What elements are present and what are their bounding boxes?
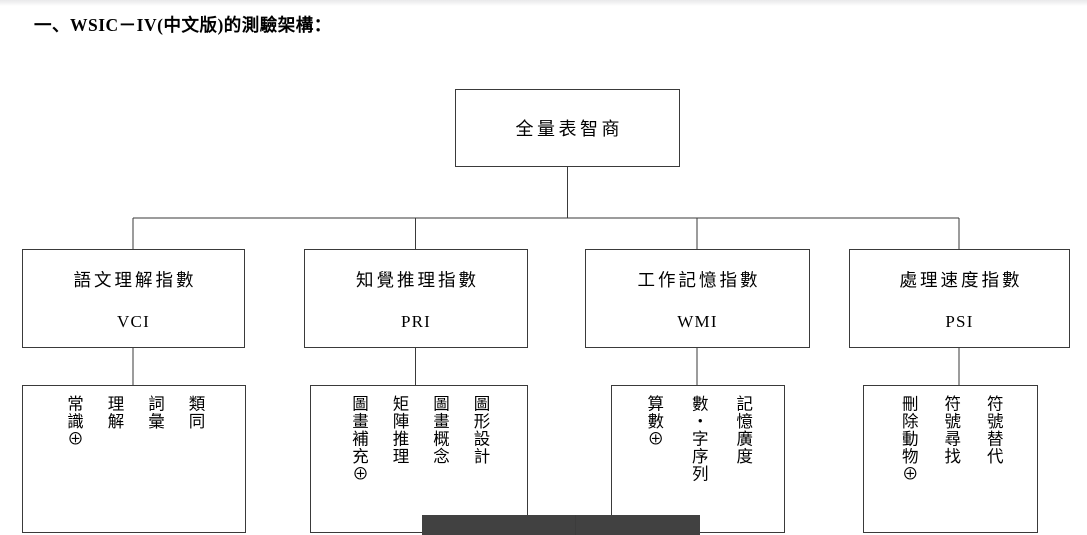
- node-subtests-wmi: 記憶廣度 數‧字序列 算數⊕: [611, 385, 785, 533]
- node-index-wmi: 工作記憶指數 WMI: [585, 249, 810, 348]
- subtest-pri-2: 矩陣推理: [390, 395, 409, 465]
- subtest-pri-3: 圖畫概念: [430, 395, 450, 465]
- page-title: 一、WSIC－IV(中文版)的測驗架構：: [34, 15, 332, 35]
- top-gradient-strip: [0, 0, 1087, 6]
- index-vci-en-label: VCI: [117, 312, 150, 331]
- index-pri-en-label: PRI: [400, 312, 432, 331]
- full-scale-iq-label: 全量表智商: [515, 119, 623, 139]
- node-subtests-pri: 圖形設計 圖畫概念 矩陣推理 圖畫補充⊕: [310, 385, 528, 533]
- node-full-scale-iq: 全量表智商: [455, 89, 680, 167]
- subtest-pri-1: 圖畫補充⊕: [349, 395, 369, 483]
- subtest-psi-1: 刪除動物⊕: [899, 395, 919, 483]
- node-subtests-psi: 符號替代 符號尋找 刪除動物⊕: [863, 385, 1038, 533]
- subtest-vci-4: 類同: [185, 395, 205, 430]
- node-subtests-vci: 類同 詞彙 理解 常識⊕: [22, 385, 246, 533]
- index-psi-cn-label: 處理速度指數: [899, 270, 1023, 290]
- node-index-pri: 知覺推理指數 PRI: [304, 249, 528, 348]
- index-wmi-en-label: WMI: [677, 312, 718, 331]
- node-index-psi: 處理速度指數 PSI: [849, 249, 1070, 348]
- subtest-wmi-3: 記憶廣度: [733, 395, 753, 465]
- subtest-vci-1: 常識⊕: [64, 395, 84, 448]
- overlay-pane-left[interactable]: [422, 515, 575, 535]
- subtest-vci-3: 詞彙: [145, 395, 165, 430]
- subtest-psi-2: 符號尋找: [941, 395, 961, 465]
- index-pri-cn-label: 知覺推理指數: [356, 270, 479, 290]
- index-vci-cn-label: 語文理解指數: [73, 270, 197, 290]
- index-wmi-cn-label: 工作記憶指數: [637, 270, 761, 290]
- node-index-vci: 語文理解指數 VCI: [22, 249, 245, 348]
- subtest-psi-3: 符號替代: [984, 395, 1004, 465]
- index-psi-en-label: PSI: [945, 312, 974, 331]
- overlay-pane-right[interactable]: [576, 515, 700, 535]
- subtest-vci-2: 理解: [105, 395, 124, 430]
- subtest-wmi-1: 算數⊕: [644, 395, 664, 448]
- bottom-toolbar-overlay[interactable]: [422, 515, 700, 535]
- subtest-pri-4: 圖形設計: [470, 395, 490, 465]
- subtest-wmi-2: 數‧字序列: [689, 395, 709, 483]
